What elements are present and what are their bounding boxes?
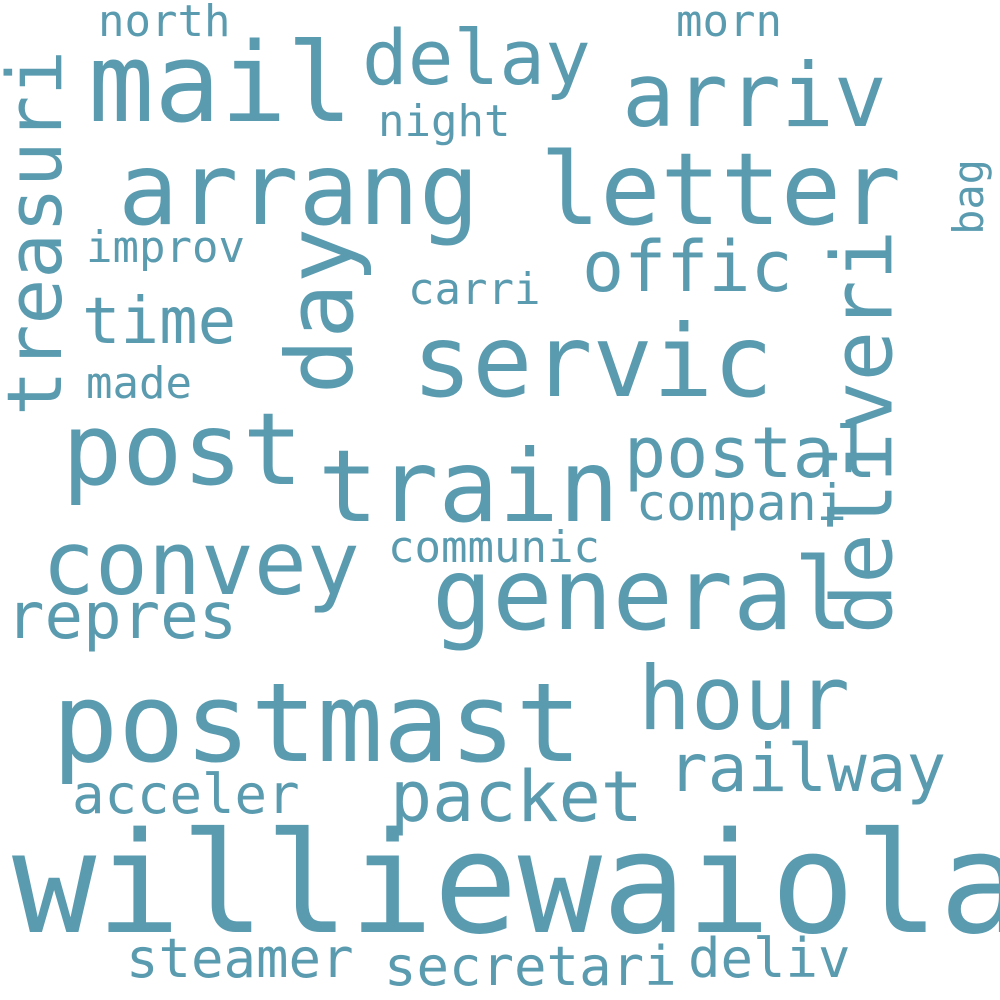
- word-secretari: secretari: [384, 935, 677, 998]
- word-night: night: [378, 96, 511, 147]
- word-train: train: [318, 428, 620, 545]
- word-railway: railway: [668, 730, 947, 807]
- word-treasuri: treasuri: [0, 49, 80, 417]
- word-general: general: [432, 536, 854, 653]
- word-post: post: [62, 391, 303, 508]
- word-north: north: [98, 0, 231, 47]
- word-made: made: [86, 358, 192, 409]
- word-postmast: postmast: [52, 659, 582, 787]
- word-compani: compani: [636, 474, 847, 532]
- word-mail: mail: [88, 19, 353, 147]
- word-morn: morn: [676, 0, 782, 47]
- word-servic: servic: [412, 303, 774, 420]
- word-time: time: [82, 285, 237, 359]
- word-letter: letter: [540, 131, 902, 248]
- word-packet: packet: [390, 756, 643, 838]
- word-repres: repres: [6, 580, 238, 654]
- word-communic: communic: [388, 522, 600, 573]
- word-deliv: deliv: [688, 927, 851, 990]
- word-delay: delay: [362, 13, 591, 102]
- word-convey: convey: [42, 512, 360, 615]
- word-improv: improv: [86, 222, 245, 273]
- word-acceler: acceler: [72, 763, 300, 826]
- word-bag: bag: [943, 159, 993, 235]
- word-arrang: arrang: [118, 131, 480, 248]
- word-day: day: [267, 227, 375, 395]
- word-carri: carri: [408, 264, 541, 315]
- word-arriv: arriv: [622, 44, 887, 147]
- word-offic: offic: [582, 226, 793, 308]
- word-postal: postal: [624, 412, 877, 494]
- word-steamer: steamer: [126, 927, 354, 990]
- word-hour: hour: [638, 647, 850, 750]
- word-williewaiola: williewaiola: [12, 803, 1000, 966]
- word-deliveri: deliveri: [813, 229, 912, 635]
